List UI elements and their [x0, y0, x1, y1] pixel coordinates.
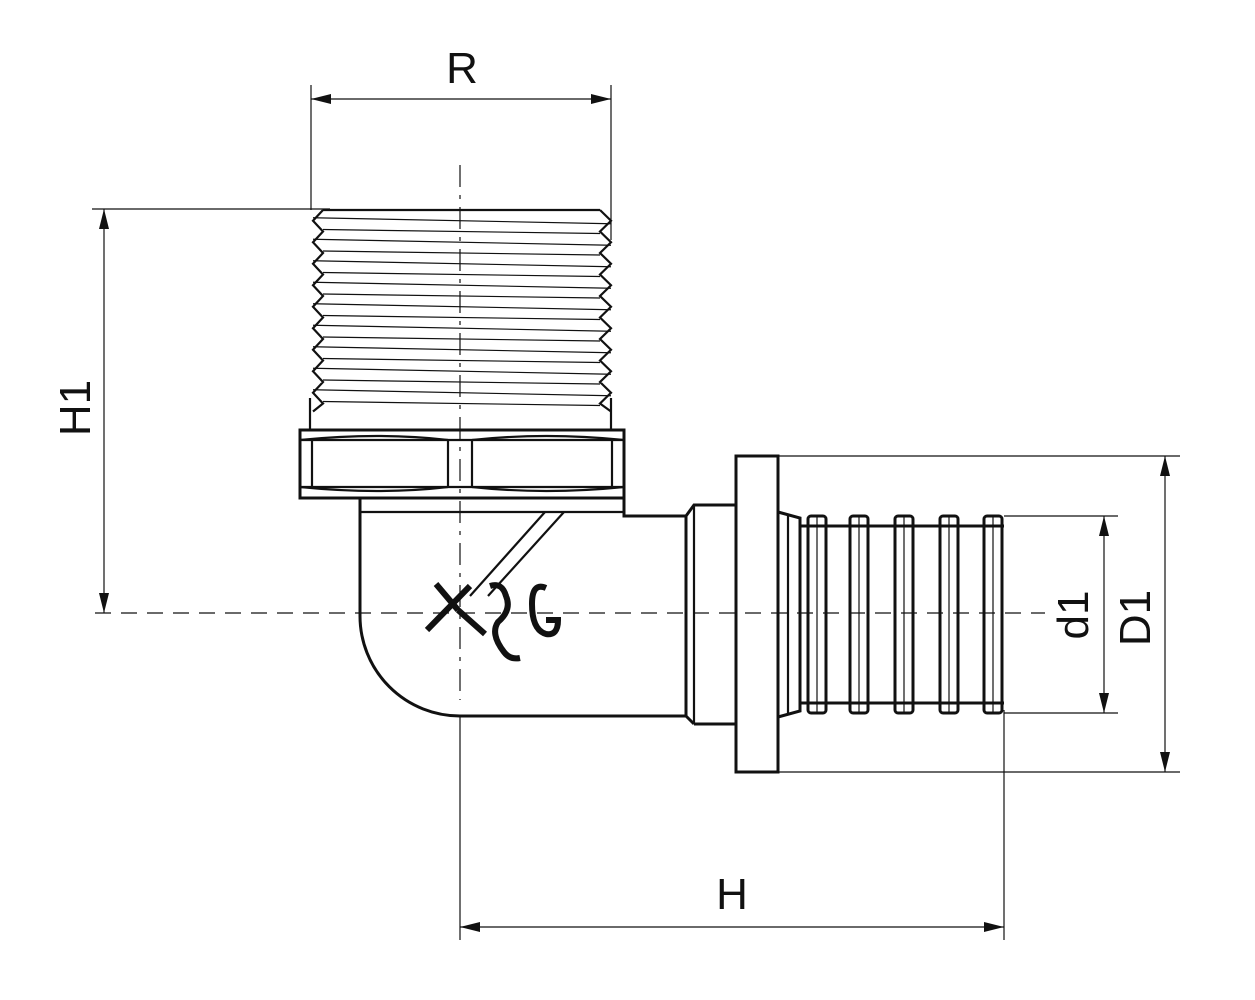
thread-crest-line [312, 217, 612, 225]
dimension-d1: d1 [1004, 515, 1118, 714]
barb-insert [777, 510, 1004, 719]
thread-crest-line [312, 346, 612, 354]
dimension-label-r: R [446, 44, 478, 93]
thread-crest-line [312, 238, 612, 246]
dimension-h1: H1 [51, 208, 330, 613]
thread-root-line [322, 379, 601, 385]
dimension-label-h: H [716, 870, 748, 919]
flange [734, 454, 780, 774]
dimension-h: H [459, 710, 1005, 940]
thread-crest-line [312, 389, 612, 397]
thread-root-line [322, 250, 601, 256]
thread-crest-line [312, 367, 612, 375]
thread-root-line [322, 293, 601, 299]
thread-crest-line [312, 324, 612, 332]
collar [684, 503, 736, 726]
dimension-r: R [310, 44, 612, 240]
dimension-label-h1: H1 [51, 380, 100, 436]
thread-crest-line [312, 303, 612, 311]
thread-root-line [322, 336, 601, 342]
thread-root-line [322, 400, 601, 407]
male-thread [308, 208, 613, 430]
hex-nut [298, 428, 626, 500]
dimension-label-d1: d1 [1049, 591, 1098, 640]
thread-root-line [322, 228, 601, 235]
dimension-outer-d1: D1 [778, 455, 1180, 773]
center-lines [95, 165, 1045, 700]
thread-root-line [322, 271, 601, 278]
ksg-logo [424, 582, 562, 662]
thread-root-line [322, 314, 601, 321]
thread-crest-line [312, 260, 612, 268]
elbow-body [358, 498, 686, 718]
dimension-label-outer-d1: D1 [1111, 590, 1160, 646]
thread-root-line [322, 357, 601, 364]
thread-crest-line [312, 281, 612, 289]
